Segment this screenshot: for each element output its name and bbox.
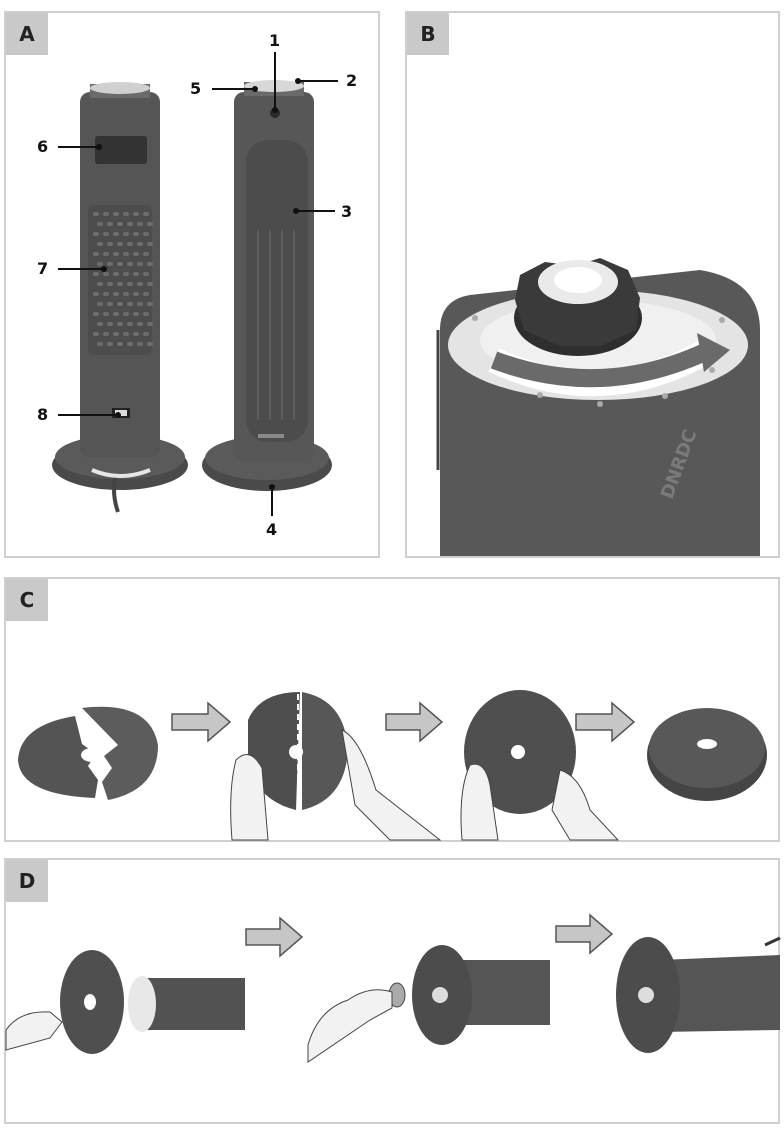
- callout-7: 7: [37, 259, 49, 278]
- panel-d: D: [4, 858, 780, 1124]
- panel-b-label: B: [407, 13, 449, 55]
- callout-5: 5: [190, 79, 202, 98]
- callout-6: 6: [37, 137, 49, 156]
- panel-b: B: [405, 11, 780, 558]
- panel-c: C: [4, 577, 780, 842]
- callout-3: 3: [341, 202, 353, 221]
- callout-2: 2: [346, 71, 358, 90]
- panel-d-label: D: [6, 860, 48, 902]
- callout-4: 4: [266, 520, 278, 539]
- panel-a-label: A: [6, 13, 48, 55]
- callout-1: 1: [269, 31, 281, 50]
- panel-c-label: C: [6, 579, 48, 621]
- callout-8: 8: [37, 405, 49, 424]
